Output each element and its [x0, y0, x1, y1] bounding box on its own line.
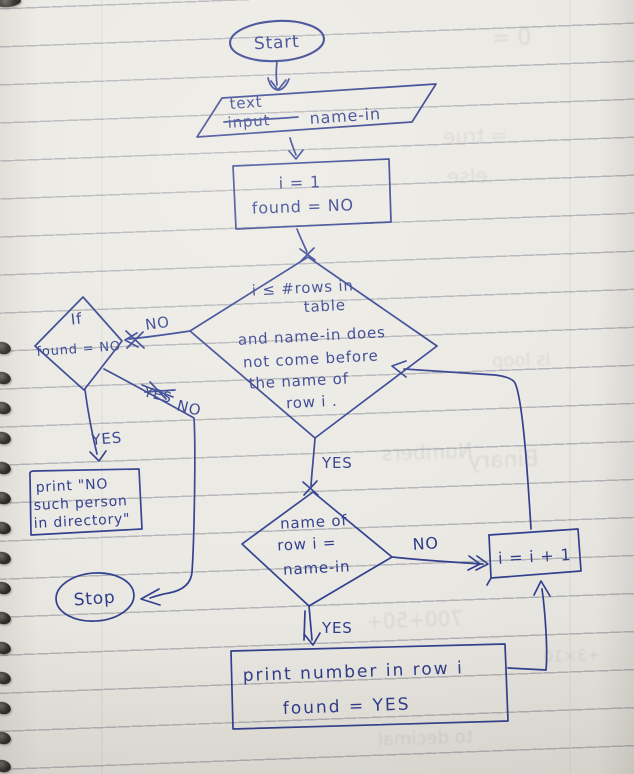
edge-found-no: YES NO [103, 368, 203, 606]
edge-start-to-input [267, 60, 290, 91]
loop-condition-line: not come before [243, 346, 379, 371]
paper-crease [569, 0, 571, 774]
print-found-node: print number in row i found = YES [230, 643, 509, 730]
name-match-line: name-in [283, 557, 351, 578]
name-match-line: row i = [277, 533, 337, 554]
name-match-line: name of [280, 511, 348, 533]
edge-condition-yes: YES [302, 437, 353, 496]
edge-label-no: NO [144, 313, 171, 334]
name-match-node: name of row i = name-in [241, 491, 393, 607]
edge-label-yes: YES [321, 619, 353, 637]
print-found-line1: print number in row i [242, 658, 464, 686]
edge-match-yes: YES [303, 605, 353, 646]
loop-condition-node: i ≤ #rows in table and name-in does not … [189, 256, 438, 439]
print-not-found-line: such person [33, 493, 128, 514]
increment-label: i = i + 1 [498, 545, 572, 568]
edge-label-yes: YES [321, 454, 353, 472]
init-line1: i = 1 [278, 172, 321, 192]
edge-init-to-condition [296, 228, 316, 262]
print-not-found-line: print "NO [35, 476, 108, 496]
print-found-line2: found = YES [282, 695, 410, 719]
loop-condition-line: i ≤ #rows in [251, 276, 354, 299]
found-check-node: If found = NO [34, 296, 123, 391]
found-check-line1: If [70, 309, 83, 328]
edge-label-no: NO [412, 533, 439, 554]
input-struck-word: input [227, 111, 271, 132]
found-check-line2: found = NO [36, 339, 121, 360]
edge-printfound-to-increment [507, 580, 551, 671]
loop-condition-line: table [303, 296, 346, 316]
scribble-strokes [141, 381, 176, 400]
init-node: i = 1 found = NO [232, 158, 392, 230]
start-node: Start [229, 19, 325, 63]
stop-label: Stop [73, 588, 116, 611]
print-not-found-line: in directory" [33, 511, 130, 532]
loop-condition-line: and name-in does [237, 323, 386, 349]
init-line2: found = NO [252, 195, 355, 218]
input-node: text input name-in [196, 83, 437, 138]
edge-condition-no: NO [124, 313, 191, 349]
paper-crease [101, 0, 103, 774]
edge-increment-to-condition [391, 360, 532, 530]
edge-label-no: NO [175, 396, 203, 419]
stop-node: Stop [55, 572, 135, 622]
loop-condition-line: row i . [286, 392, 338, 413]
strikethrough-stroke [223, 116, 299, 123]
input-line2: name-in [309, 104, 381, 128]
start-label: Start [253, 32, 300, 54]
edge-label-yes: YES [90, 428, 123, 449]
edge-match-no: NO [391, 533, 489, 571]
edge-found-yes: YES [84, 389, 123, 462]
print-not-found-node: print "NO such person in directory" [28, 468, 143, 536]
edge-input-to-init [288, 137, 304, 160]
input-line1: text [229, 93, 263, 113]
loop-condition-line: the name of [248, 369, 349, 392]
increment-node: i = i + 1 [486, 528, 582, 586]
